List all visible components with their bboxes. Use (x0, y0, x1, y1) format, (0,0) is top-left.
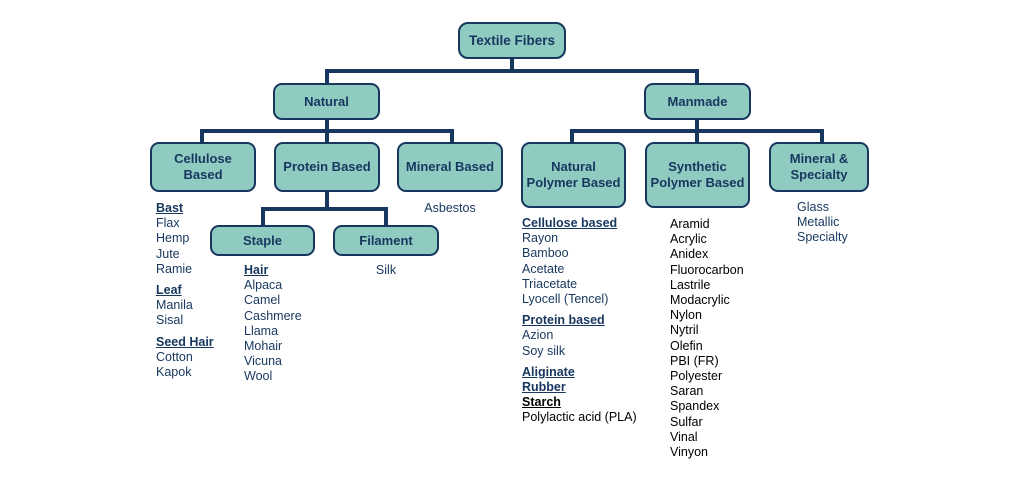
list-item: Acetate (522, 261, 565, 276)
list-item: Kapok (156, 365, 192, 380)
connector-protein-to-children (261, 207, 388, 226)
group-seed-hair: Seed Hair Cotton Kapok (156, 335, 214, 381)
list-item: Vinyon (670, 445, 708, 460)
node-cellulose-based: Cellulose Based (150, 142, 256, 192)
list-item: Polylactic acid (PLA) (522, 410, 637, 425)
list-item: Ramie (156, 261, 193, 276)
list-mineral-based: Asbestos (397, 201, 503, 216)
list-item: Acrylic (670, 232, 707, 247)
list-item: Sulfar (670, 414, 703, 429)
list-item: Manila (156, 298, 193, 313)
list-item: Saran (670, 384, 704, 399)
list-header: Aliginate (522, 364, 575, 379)
list-item: Lastrile (670, 277, 711, 292)
node-mineral-based: Mineral Based (397, 142, 503, 192)
node-staple: Staple (210, 225, 315, 256)
group-protein-based: Protein based Azion Soy silk (522, 313, 637, 359)
list-item: Metallic (797, 215, 840, 230)
list-item: Azion (522, 328, 554, 343)
list-header: Bast (156, 201, 184, 215)
list-natural-polymer: Cellulose based Rayon Bamboo Acetate Tri… (522, 216, 637, 426)
list-item: Nytril (670, 323, 699, 338)
list-item: Cotton (156, 349, 193, 364)
list-cellulose-based: Bast Flax Hemp Jute Ramie Leaf Manila Si… (156, 201, 214, 380)
list-filament: Silk (333, 263, 439, 278)
node-natural: Natural (273, 83, 380, 120)
list-item: Specialty (797, 230, 848, 245)
list-item: Nylon (670, 308, 702, 323)
node-textile-fibers: Textile Fibers (458, 22, 566, 59)
list-item: Cashmere (244, 308, 302, 323)
node-manmade: Manmade (644, 83, 751, 120)
list-item: Flax (156, 216, 180, 231)
list-item: Silk (375, 263, 397, 277)
list-item: Asbestos (424, 201, 476, 215)
list-item: Glass (797, 200, 829, 214)
node-natural-polymer-based: Natural Polymer Based (521, 142, 626, 208)
list-header: Rubber (522, 380, 566, 395)
list-item: Vicuna (244, 354, 282, 369)
list-synthetic-polymer: Aramid Acrylic Anidex Fluorocarbon Lastr… (670, 217, 744, 460)
group-hair: Hair Alpaca Camel Cashmere Llama Mohair … (244, 263, 302, 385)
group-bast: Bast Flax Hemp Jute Ramie (156, 201, 214, 277)
list-staple-hair: Hair Alpaca Camel Cashmere Llama Mohair … (244, 263, 302, 385)
list-item: Lyocell (Tencel) (522, 292, 609, 307)
list-header: Hair (244, 263, 269, 277)
node-protein-based: Protein Based (274, 142, 380, 192)
list-item: Camel (244, 293, 281, 308)
list-item: PBI (FR) (670, 353, 719, 368)
node-filament: Filament (333, 225, 439, 256)
list-item: Bamboo (522, 246, 569, 261)
list-header: Cellulose based (522, 216, 618, 230)
list-item: Fluorocarbon (670, 262, 744, 277)
list-item: Hemp (156, 231, 190, 246)
list-item: Spandex (670, 399, 720, 414)
list-item: Sisal (156, 313, 184, 328)
list-header: Protein based (522, 313, 605, 328)
list-item: Alpaca (244, 278, 283, 293)
list-item: Vinal (670, 429, 698, 444)
list-mineral-specialty: Glass Metallic Specialty (797, 200, 848, 246)
list-item: Jute (156, 246, 180, 261)
node-mineral-and-specialty: Mineral & Specialty (769, 142, 869, 192)
connector-root-to-level1 (325, 69, 699, 84)
group-leaf: Leaf Manila Sisal (156, 283, 214, 329)
group-cellulose-based: Cellulose based Rayon Bamboo Acetate Tri… (522, 216, 637, 307)
list-header: Leaf (156, 283, 182, 298)
list-header: Seed Hair (156, 334, 214, 349)
list-item: Modacrylic (670, 293, 730, 308)
list-header: Starch (522, 395, 561, 410)
list-item: Wool (244, 369, 273, 384)
node-synthetic-polymer-based: Synthetic Polymer Based (645, 142, 750, 208)
list-item: Triacetate (522, 276, 578, 291)
list-item: Anidex (670, 247, 709, 262)
list-item: Mohair (244, 339, 283, 354)
list-item: Llama (244, 323, 279, 338)
group-aliginate-rubber-starch: Aliginate Rubber Starch Polylactic acid … (522, 365, 637, 426)
list-item: Olefin (670, 338, 703, 353)
list-item: Polyester (670, 369, 723, 384)
list-item: Soy silk (522, 343, 566, 358)
list-item: Rayon (522, 231, 559, 246)
list-item: Aramid (670, 217, 710, 231)
